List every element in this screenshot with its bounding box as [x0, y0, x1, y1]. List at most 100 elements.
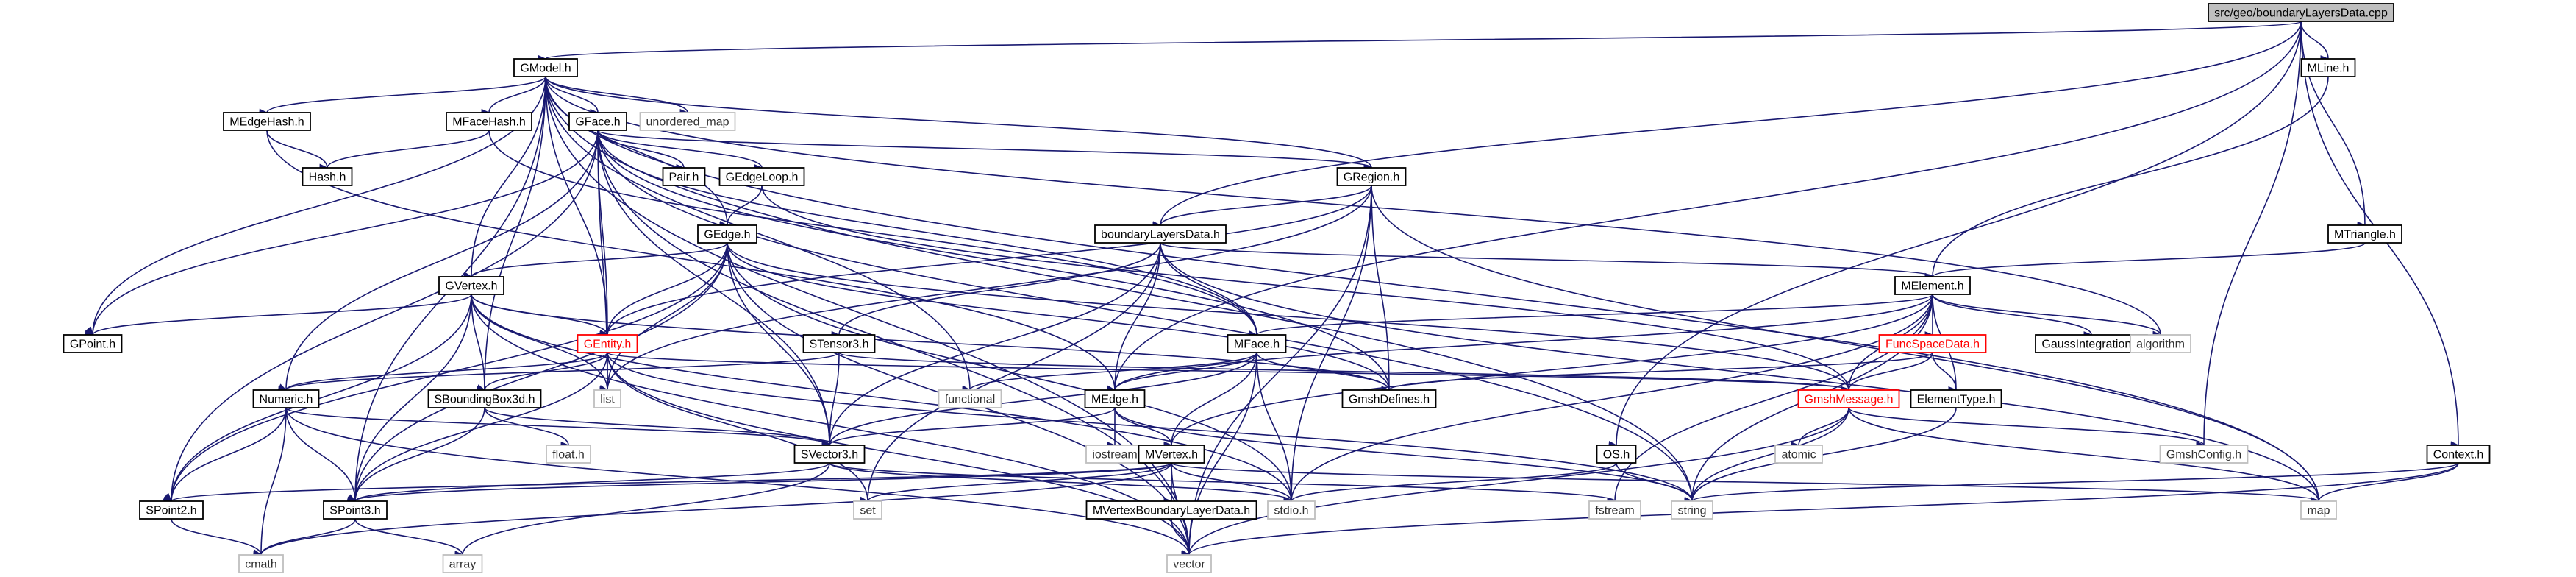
- edge-mface-to-gmshdefines: [1256, 352, 1390, 391]
- edge-gvertex-to-gpoint: [92, 294, 472, 336]
- node-gedgeloop[interactable]: GEdgeLoop.h: [718, 167, 805, 186]
- edge-melement-to-mface: [1256, 294, 1933, 336]
- node-melement[interactable]: MElement.h: [1894, 276, 1971, 295]
- node-sbbox[interactable]: SBoundingBox3d.h: [427, 389, 542, 408]
- edge-mtriangle-to-melement: [1932, 242, 2366, 277]
- edge-osh-to-string: [1616, 462, 1693, 502]
- node-gmodel-box: [513, 58, 578, 77]
- node-mfacehash[interactable]: MFaceHash.h: [446, 112, 532, 131]
- node-gmshmessage[interactable]: GmshMessage.h: [1797, 389, 1900, 408]
- node-mvertex[interactable]: MVertex.h: [1138, 445, 1205, 464]
- node-gmshdefines-box: [1341, 389, 1437, 408]
- node-string-box: [1671, 500, 1713, 520]
- node-mface[interactable]: MFace.h: [1227, 334, 1287, 353]
- edge-numeric-to-svector3: [285, 407, 830, 446]
- edge-gface-to-numeric: [285, 130, 599, 391]
- node-gedge[interactable]: GEdge.h: [697, 224, 757, 244]
- edge-gvertex-to-stdio: [471, 294, 1292, 502]
- node-gaussint-box: [2035, 334, 2148, 353]
- node-gentity[interactable]: GEntity.h: [577, 334, 638, 353]
- node-gmshconfig-box: [2159, 445, 2249, 464]
- node-spoint2[interactable]: SPoint2.h: [139, 500, 204, 520]
- edge-mface-to-stdio: [1256, 352, 1292, 502]
- node-string-label: string: [1677, 505, 1706, 517]
- edge-svector3-to-stdio: [829, 462, 1292, 502]
- node-mline[interactable]: MLine.h: [2300, 58, 2356, 77]
- node-gvertex[interactable]: GVertex.h: [438, 276, 504, 295]
- node-root[interactable]: src/geo/boundaryLayersData.cpp: [2208, 3, 2394, 22]
- node-mline-label: MLine.h: [2308, 63, 2350, 75]
- node-gpoint[interactable]: GPoint.h: [63, 334, 123, 353]
- node-set-label: set: [860, 505, 876, 517]
- node-elementtype[interactable]: ElementType.h: [1910, 389, 2002, 408]
- edge-root-to-osh: [1616, 21, 2302, 446]
- edge-root-to-gmshconfig: [2203, 21, 2302, 446]
- node-stdio: stdio.h: [1267, 500, 1316, 520]
- node-gmshdefines[interactable]: GmshDefines.h: [1341, 389, 1437, 408]
- node-gregion[interactable]: GRegion.h: [1336, 167, 1407, 186]
- node-cmath: cmath: [238, 554, 284, 573]
- node-gface[interactable]: GFace.h: [568, 112, 627, 131]
- node-mvbld-box: [1085, 500, 1257, 520]
- node-gpoint-box: [63, 334, 123, 353]
- node-pair-box: [662, 167, 706, 186]
- edge-bld-to-svector3: [829, 242, 1161, 446]
- node-list-box: [593, 389, 621, 408]
- node-gedgeloop-box: [718, 167, 805, 186]
- edge-gmodel-to-gface: [545, 76, 599, 113]
- node-cmath-box: [238, 554, 284, 573]
- node-gaussint[interactable]: GaussIntegration.h: [2035, 334, 2148, 353]
- node-mline-box: [2300, 58, 2356, 77]
- node-medge[interactable]: MEdge.h: [1084, 389, 1146, 408]
- node-gaussint-label: GaussIntegration.h: [2041, 339, 2141, 351]
- node-mvbld[interactable]: MVertexBoundaryLayerData.h: [1085, 500, 1257, 520]
- node-gmshmessage-label: GmshMessage.h: [1805, 394, 1894, 406]
- node-svector3[interactable]: SVector3.h: [793, 445, 866, 464]
- node-stensor3[interactable]: STensor3.h: [802, 334, 876, 353]
- edge-stensor3-to-numeric: [285, 352, 840, 391]
- edge-gedge-to-gmshmessage: [727, 242, 1849, 391]
- node-mface-label: MFace.h: [1234, 339, 1280, 351]
- edge-stensor3-to-svector3: [829, 352, 840, 446]
- node-osh[interactable]: OS.h: [1596, 445, 1637, 464]
- node-unordered_map-label: unordered_map: [646, 116, 729, 129]
- node-mvertex-label: MVertex.h: [1145, 449, 1198, 461]
- edge-gmodel-to-medgehash: [266, 76, 546, 113]
- node-spoint3[interactable]: SPoint3.h: [323, 500, 388, 520]
- node-set: set: [853, 500, 882, 520]
- node-fstream-box: [1588, 500, 1641, 520]
- edge-gmshmessage-to-gmshconfig: [1848, 407, 2205, 446]
- node-atomic: atomic: [1774, 445, 1823, 464]
- node-medgehash[interactable]: MEdgeHash.h: [223, 112, 311, 131]
- node-sbbox-label: SBoundingBox3d.h: [435, 394, 535, 406]
- node-numeric-label: Numeric.h: [260, 394, 313, 406]
- node-gregion-label: GRegion.h: [1344, 171, 1400, 184]
- node-pair[interactable]: Pair.h: [662, 167, 706, 186]
- node-gedge-box: [697, 224, 757, 244]
- node-array-label: array: [449, 559, 476, 571]
- node-context[interactable]: Context.h: [2426, 445, 2491, 464]
- edge-gface-to-gpoint: [92, 130, 599, 336]
- node-bld-box: [1094, 224, 1227, 244]
- node-mtriangle-label: MTriangle.h: [2334, 229, 2396, 241]
- node-root-box: [2208, 3, 2394, 22]
- node-array-box: [442, 554, 483, 573]
- node-gmodel[interactable]: GModel.h: [513, 58, 578, 77]
- edge-mvertex-to-spoint3: [354, 462, 1172, 502]
- edge-gmshmessage-to-string: [1691, 407, 1849, 502]
- node-algorithm-box: [2130, 334, 2191, 353]
- edge-mface-to-svector3: [829, 352, 1257, 446]
- node-funcspace[interactable]: FuncSpaceData.h: [1878, 334, 1987, 353]
- node-bld[interactable]: boundaryLayersData.h: [1094, 224, 1227, 244]
- edge-gvertex-to-list: [471, 294, 608, 391]
- node-mtriangle[interactable]: MTriangle.h: [2327, 224, 2402, 244]
- node-numeric[interactable]: Numeric.h: [252, 389, 320, 408]
- edge-sbbox-to-svector3: [484, 407, 830, 446]
- edge-gvertex-to-spoint2: [171, 294, 472, 502]
- edge-gedge-to-gvertex: [471, 242, 728, 277]
- node-functional-box: [938, 389, 1002, 408]
- edge-gmodel-to-map: [545, 76, 2319, 502]
- edge-gface-to-string: [597, 130, 1693, 502]
- node-hash[interactable]: Hash.h: [302, 167, 353, 186]
